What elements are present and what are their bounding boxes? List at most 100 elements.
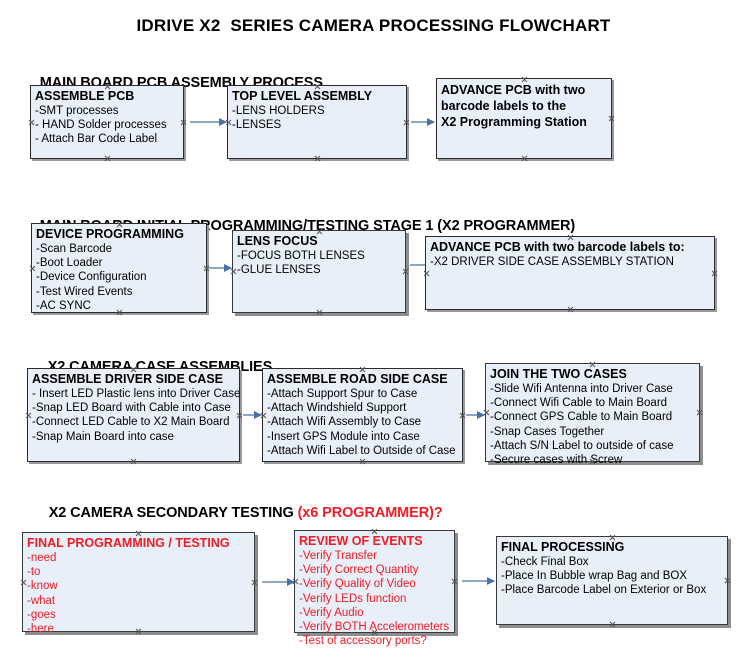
node-line: -Snap Cases Together: [490, 425, 605, 438]
connector-arrow: [209, 264, 232, 272]
node-line: -what: [27, 594, 56, 607]
node-line: -know: [27, 580, 58, 593]
node-title: JOIN THE TWO CASES: [490, 367, 627, 381]
node-line: -FOCUS BOTH LENSES: [237, 250, 365, 262]
node-advance-pcb-driver-side[interactable]: ADVANCE PCB with two barcode labels to: …: [425, 236, 715, 310]
resize-handle-right[interactable]: [236, 412, 243, 419]
node-line: -Slide Wifi Antenna into Driver Case: [490, 383, 673, 395]
page-title: IDRIVE X2 SERIES CAMERA PROCESSING FLOWC…: [136, 16, 611, 35]
node-line: - Attach Bar Code Label: [35, 133, 158, 146]
node-line: -Boot Loader: [36, 257, 103, 270]
node-title: TOP LEVEL ASSEMBLY: [232, 89, 373, 103]
node-line: X2 Programming Station: [441, 115, 587, 129]
node-line: -Verify LEDs function: [299, 592, 407, 605]
node-line: -Attach S/N Label to outside of case: [490, 439, 674, 452]
node-line: -Check Final Box: [501, 556, 589, 568]
node-line: -Verify Quality of Video: [299, 578, 416, 591]
connector-arrow: [243, 411, 262, 419]
resize-handle-right[interactable]: [696, 409, 703, 416]
node-line: -Insert GPS Module into Case: [267, 430, 420, 443]
node-line: -Snap Main Board into case: [32, 430, 174, 443]
resize-handle-right[interactable]: [451, 578, 458, 585]
node-line: -Verify Audio: [299, 606, 364, 619]
node-line: -Place Barcode Label on Exterior or Box: [501, 584, 707, 597]
resize-handle-bottom[interactable]: [609, 621, 616, 628]
node-line: -X2 DRIVER SIDE CASE ASSEMBLY STATION: [430, 256, 674, 268]
node-assemble-pcb[interactable]: ASSEMBLE PCB -SMT processes - HAND Solde…: [30, 85, 184, 159]
node-title: ASSEMBLE PCB: [35, 89, 135, 103]
resize-handle-right[interactable]: [402, 268, 409, 275]
node-line: - HAND Solder processes: [35, 119, 167, 132]
resize-handle-right[interactable]: [711, 270, 718, 277]
node-device-programming[interactable]: DEVICE PROGRAMMING -Scan Barcode -Boot L…: [31, 223, 207, 313]
resize-handle-bottom[interactable]: [316, 309, 323, 316]
resize-handle-bottom[interactable]: [521, 155, 528, 162]
resize-handle-right[interactable]: [403, 119, 410, 126]
resize-handle-right[interactable]: [608, 115, 615, 122]
resize-handle-bottom[interactable]: [567, 306, 574, 313]
resize-handle-right[interactable]: [724, 577, 731, 584]
node-title: ASSEMBLE ROAD SIDE CASE: [267, 372, 448, 386]
resize-handle-left[interactable]: [29, 265, 36, 272]
resize-handle-left[interactable]: [25, 412, 32, 419]
resize-handle-bottom[interactable]: [314, 155, 321, 162]
node-advance-pcb-programming-station[interactable]: ADVANCE PCB with two barcode labels to t…: [436, 78, 612, 159]
node-overflow-line: -Test of accessory ports?: [299, 635, 427, 647]
node-review-of-events[interactable]: REVIEW OF EVENTS -Verify Transfer -Verif…: [294, 530, 458, 647]
node-assemble-driver-side-case[interactable]: ASSEMBLE DRIVER SIDE CASE - Insert LED P…: [27, 368, 240, 462]
node-final-programming-testing[interactable]: FINAL PROGRAMMING / TESTING -need -to -k…: [20, 532, 258, 635]
node-line: -Snap LED Board with Cable into Case: [32, 402, 231, 415]
node-line: -Connect LED Cable to X2 Main Board: [32, 416, 230, 429]
connector-arrow: [190, 118, 227, 126]
node-title: LENS FOCUS: [237, 234, 318, 248]
node-line: -Scan Barcode: [36, 243, 113, 255]
node-line: -need: [27, 552, 57, 564]
node-line: -LENSES: [232, 119, 282, 132]
node-line: -Device Configuration: [36, 271, 147, 284]
connector-arrow: [462, 577, 495, 585]
node-line: -to: [27, 566, 41, 579]
resize-handle-bottom[interactable]: [104, 155, 111, 162]
node-title: ADVANCE PCB with two: [441, 83, 586, 97]
node-title: ADVANCE PCB with two barcode labels to:: [430, 240, 685, 254]
node-line: -Attach Support Spur to Case: [267, 388, 418, 400]
resize-handle-bottom[interactable]: [130, 458, 137, 465]
node-line: -Connect Wifi Cable to Main Board: [490, 397, 668, 410]
node-line: -Verify BOTH Accelerometers: [299, 621, 450, 634]
node-line: -goes: [27, 608, 56, 621]
resize-handle-left[interactable]: [423, 270, 430, 277]
node-line: -here: [27, 623, 54, 636]
node-title: DEVICE PROGRAMMING: [36, 227, 184, 241]
resize-handle-right[interactable]: [180, 119, 187, 126]
node-title: REVIEW OF EVENTS: [299, 534, 423, 548]
resize-handle-right[interactable]: [251, 579, 258, 586]
node-title: FINAL PROGRAMMING / TESTING: [27, 536, 230, 550]
node-line: -SMT processes: [35, 105, 119, 117]
resize-handle-left[interactable]: [28, 119, 35, 126]
node-title: ASSEMBLE DRIVER SIDE CASE: [32, 372, 224, 386]
node-assemble-road-side-case[interactable]: ASSEMBLE ROAD SIDE CASE -Attach Support …: [262, 368, 463, 462]
section-heading-4-red-text: (x6 PROGRAMMER)?: [297, 505, 443, 521]
node-lens-focus[interactable]: LENS FOCUS -FOCUS BOTH LENSES -GLUE LENS…: [232, 230, 406, 313]
resize-handle-right[interactable]: [459, 412, 466, 419]
section-heading-4-text: X2 CAMERA SECONDARY TESTING: [48, 505, 298, 521]
node-line: -GLUE LENSES: [237, 264, 321, 277]
connector-arrow: [262, 578, 295, 586]
node-line: -AC SYNC: [36, 299, 91, 312]
node-top-level-assembly[interactable]: TOP LEVEL ASSEMBLY -LENS HOLDERS -LENSES: [227, 85, 407, 159]
connector-arrow: [466, 411, 485, 419]
resize-handle-bottom[interactable]: [359, 458, 366, 465]
node-line: -Test Wired Events: [36, 285, 133, 298]
resize-handle-left[interactable]: [20, 579, 27, 586]
node-final-processing[interactable]: FINAL PROCESSING -Check Final Box -Place…: [496, 536, 728, 625]
node-line: -Verify Correct Quantity: [299, 564, 419, 577]
node-line: -Connect GPS Cable to Main Board: [490, 411, 673, 424]
node-line: -LENS HOLDERS: [232, 105, 325, 117]
node-join-the-two-cases[interactable]: JOIN THE TWO CASES -Slide Wifi Antenna i…: [485, 363, 703, 466]
node-line: -Secure cases with Screw: [490, 454, 623, 467]
connector-arrow: [411, 118, 435, 126]
node-line: -Attach Wifi Label to Outside of Case: [267, 444, 456, 457]
section-heading-4: X2 CAMERA SECONDARY TESTING (x6 PROGRAMM…: [33, 489, 443, 537]
node-line: -Verify Transfer: [299, 550, 377, 562]
